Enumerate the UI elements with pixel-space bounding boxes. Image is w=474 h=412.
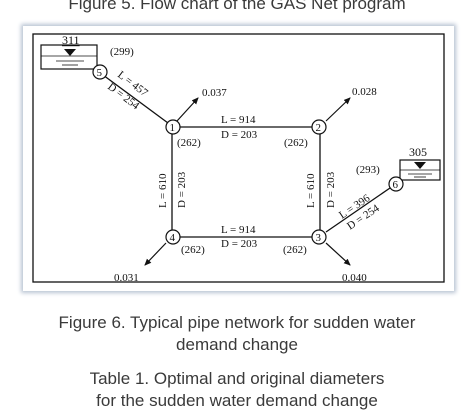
figure-caption-line-1: Figure 6. Typical pipe network for sudde… (58, 313, 416, 332)
pipe-1-4-diameter: D = 203 (176, 171, 188, 208)
node-4: 4 (165, 229, 181, 245)
head-node-6: (293) (356, 164, 380, 176)
demand-node-4: 0.031 (114, 272, 139, 284)
svg-text:5: 5 (97, 67, 103, 79)
node-1: 1 (165, 119, 181, 135)
node-2: 2 (311, 119, 327, 135)
table-caption: Table 1. Optimal and original diameters … (0, 368, 474, 412)
svg-text:3: 3 (316, 232, 322, 244)
demand-node-3: 0.040 (342, 272, 367, 284)
svg-text:4: 4 (170, 232, 176, 244)
pipe-3-6 (325, 187, 391, 233)
demand-node-1: 0.037 (202, 87, 227, 99)
table-caption-line-1: Table 1. Optimal and original diameters (89, 369, 385, 388)
node-3: 3 (311, 229, 327, 245)
pipe-5-1 (102, 74, 169, 124)
svg-text:6: 6 (393, 179, 399, 191)
demand-node-2: 0.028 (352, 86, 377, 98)
previous-figure-caption: Figure 5. Flow chart of the GAS Net prog… (68, 0, 406, 13)
head-node-5: (299) (110, 46, 134, 58)
demand-arrow-node-1 (176, 97, 199, 122)
head-node-4: (262) (181, 244, 205, 256)
demand-arrow-node-2 (325, 97, 351, 122)
reservoir-305: 305 (399, 145, 441, 181)
node-6: 6 (388, 176, 404, 192)
reservoir-311-label: 311 (62, 33, 80, 47)
pipe-1-2-length: L = 914 (221, 114, 256, 126)
pipe-2-3-length: L = 610 (305, 173, 317, 208)
svg-text:2: 2 (316, 122, 322, 134)
pipe-2-3-diameter: D = 203 (325, 171, 337, 208)
pipe-4-3-length: L = 914 (221, 224, 256, 236)
head-node-3: (262) (283, 244, 307, 256)
diagram-border (32, 33, 445, 283)
reservoir-311: 311 (40, 33, 98, 70)
head-node-1: (262) (177, 137, 201, 149)
demand-arrow-node-4 (144, 242, 167, 266)
head-node-2: (262) (284, 137, 308, 149)
figure-caption-line-2: demand change (176, 335, 298, 354)
pipe-1-4-length: L = 610 (157, 173, 169, 208)
svg-text:1: 1 (170, 122, 176, 134)
demand-arrow-node-3 (325, 242, 351, 266)
figure-caption: Figure 6. Typical pipe network for sudde… (0, 312, 474, 356)
pipe-1-2-diameter: D = 203 (221, 129, 258, 141)
reservoir-305-label: 305 (409, 145, 427, 159)
table-caption-line-2: for the sudden water demand change (96, 391, 378, 410)
pipe-4-3-diameter: D = 203 (221, 238, 258, 250)
node-5: 5 (92, 64, 108, 80)
